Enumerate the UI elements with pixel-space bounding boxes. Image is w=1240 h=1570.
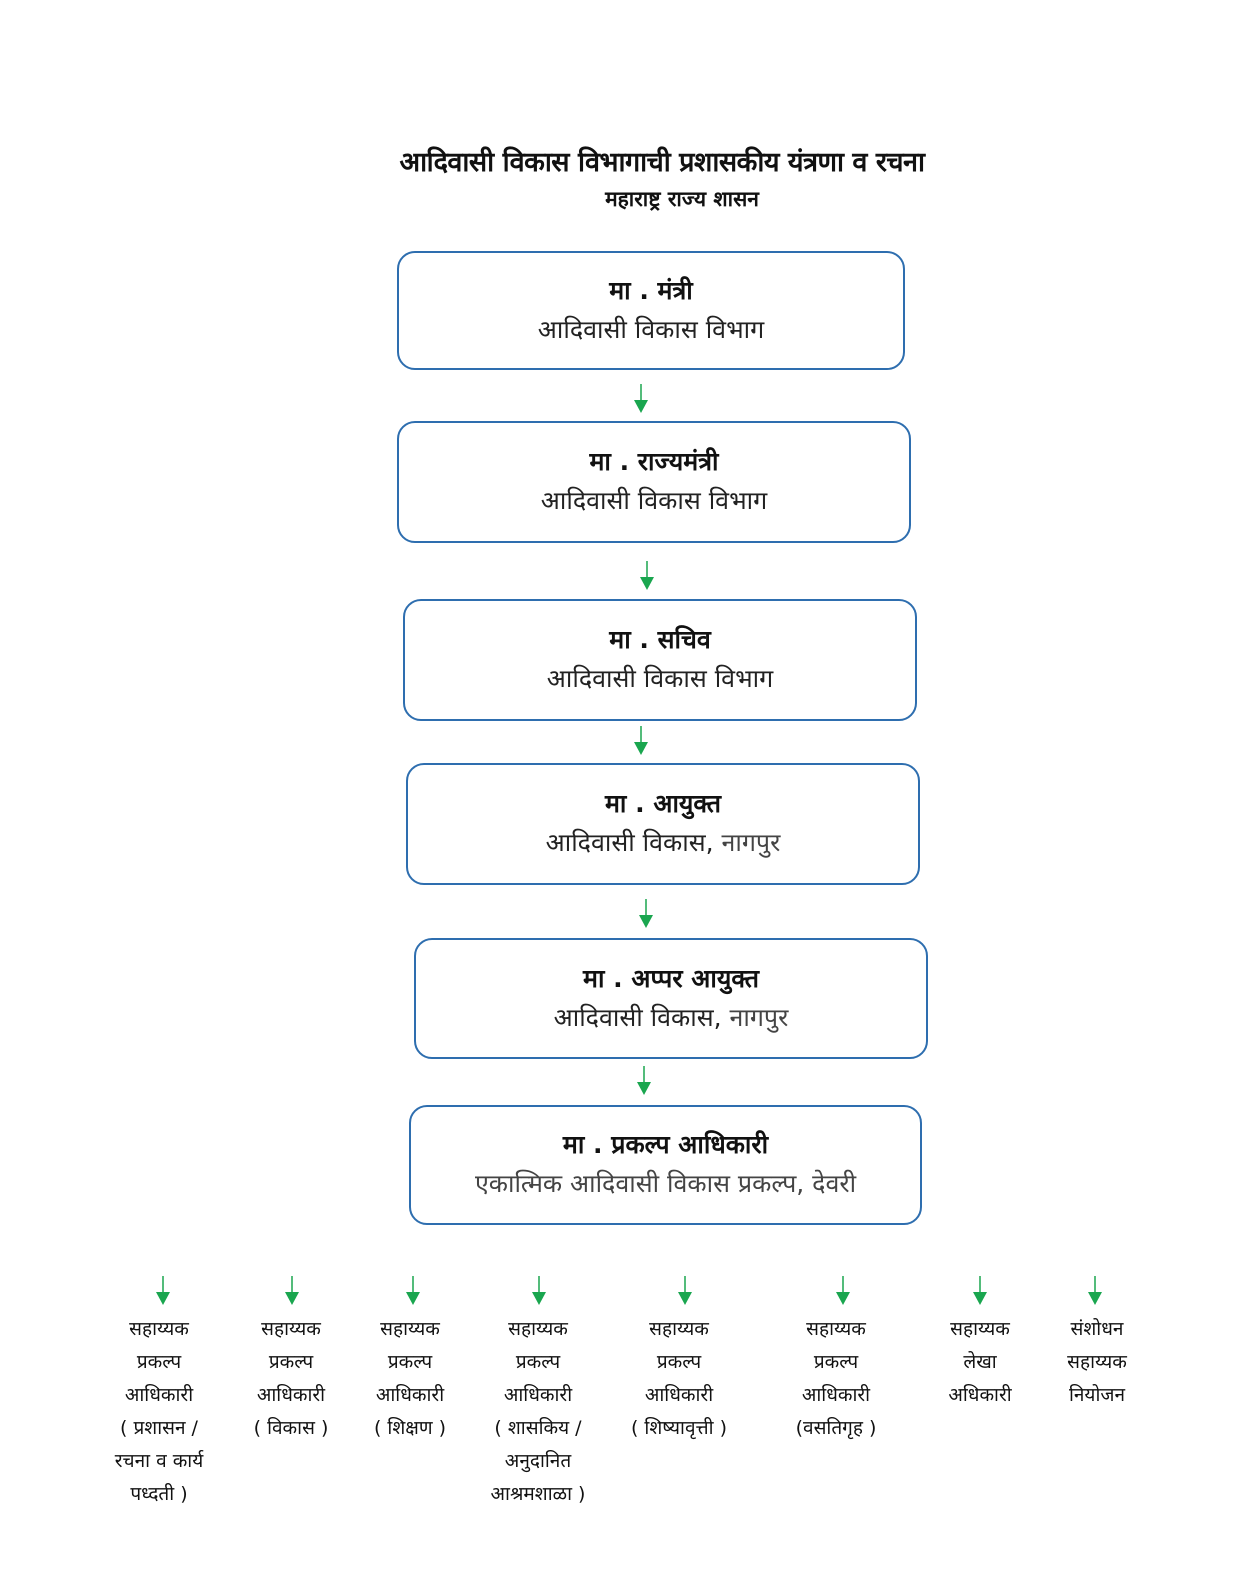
subordinate-line: सहाय्यक xyxy=(950,1318,1010,1340)
subordinate-line: ( प्रशासन / xyxy=(120,1417,198,1439)
subordinate-line: ( विकास ) xyxy=(253,1417,329,1439)
subordinate-line: सहाय्यक xyxy=(806,1318,866,1340)
node-role: मा . अप्पर आयुक्त xyxy=(583,963,759,993)
node-place: नागपुर xyxy=(721,828,781,857)
subordinate-line: आधिकारी xyxy=(375,1384,445,1406)
subordinate-ashram-schools: सहाय्यक प्रकल्प आधिकारी ( शासकिय / अनुदा… xyxy=(491,1313,586,1511)
subordinate-line: प्रकल्प xyxy=(136,1351,182,1373)
subordinate-line: ( शिष्यावृत्ती ) xyxy=(630,1417,728,1439)
node-additional-commissioner: मा . अप्पर आयुक्त आदिवासी विकास, नागपुर xyxy=(414,938,928,1059)
subordinate-line: प्रकल्प xyxy=(813,1351,859,1373)
down-arrow-icon xyxy=(531,1276,547,1306)
node-dept: आदिवासी विकास विभाग xyxy=(546,664,774,693)
down-arrow-icon xyxy=(633,726,649,756)
subordinate-line: लेखा xyxy=(963,1351,997,1373)
subordinate-line: ( शिक्षण ) xyxy=(373,1417,447,1439)
node-dept-name: आदिवासी विकास, xyxy=(545,828,722,857)
node-commissioner: मा . आयुक्त आदिवासी विकास, नागपुर xyxy=(406,763,920,885)
subordinate-line: संशोधन xyxy=(1070,1318,1124,1340)
subordinate-line: आश्रमशाळा ) xyxy=(490,1483,586,1505)
down-arrow-icon xyxy=(636,1066,652,1096)
down-arrow-icon xyxy=(835,1276,851,1306)
subordinate-line: प्रकल्प xyxy=(515,1351,561,1373)
node-role: मा . आयुक्त xyxy=(604,789,722,818)
node-dept: आदिवासी विकास विभाग xyxy=(540,486,768,515)
node-project-officer: मा . प्रकल्प आधिकारी एकात्मिक आदिवासी वि… xyxy=(409,1105,922,1225)
node-dept: एकात्मिक आदिवासी विकास प्रकल्प, देवरी xyxy=(474,1169,857,1198)
node-secretary: मा . सचिव आदिवासी विकास विभाग xyxy=(403,599,917,721)
subordinate-line: पध्दती ) xyxy=(130,1483,188,1505)
chart-subtitle: महाराष्ट्र राज्य शासन xyxy=(605,187,759,211)
down-arrow-icon xyxy=(284,1276,300,1306)
node-dept-name: आदिवासी विकास, xyxy=(553,1002,730,1032)
down-arrow-icon xyxy=(677,1276,693,1306)
down-arrow-icon xyxy=(155,1276,171,1306)
node-role: मा . प्रकल्प आधिकारी xyxy=(562,1130,769,1159)
subordinate-line: अधिकारी xyxy=(948,1384,1012,1406)
subordinate-line: आधिकारी xyxy=(644,1384,714,1406)
node-role: मा . मंत्री xyxy=(609,275,693,305)
subordinate-line: आधिकारी xyxy=(256,1384,326,1406)
subordinate-scholarship: सहाय्यक प्रकल्प आधिकारी ( शिष्यावृत्ती ) xyxy=(631,1313,727,1445)
down-arrow-icon xyxy=(405,1276,421,1306)
down-arrow-icon xyxy=(972,1276,988,1306)
subordinate-line: सहाय्यक xyxy=(508,1318,568,1340)
subordinate-line: सहाय्यक xyxy=(380,1318,440,1340)
subordinate-line: (वसतिगृह ) xyxy=(795,1417,877,1439)
subordinate-line: आधिकारी xyxy=(503,1384,573,1406)
subordinate-hostel: सहाय्यक प्रकल्प आधिकारी (वसतिगृह ) xyxy=(796,1313,877,1445)
subordinate-line: आधिकारी xyxy=(124,1384,194,1406)
subordinate-line: रचना व कार्य xyxy=(114,1450,204,1472)
node-dept: आदिवासी विकास, नागपुर xyxy=(546,823,781,863)
subordinate-line: प्रकल्प xyxy=(268,1351,314,1373)
subordinate-admin: सहाय्यक प्रकल्प आधिकारी ( प्रशासन / रचना… xyxy=(115,1313,203,1511)
chart-title: आदिवासी विकास विभागाची प्रशासकीय यंत्रणा… xyxy=(399,147,925,178)
node-dept: आदिवासी विकास विभाग xyxy=(537,314,765,344)
node-place: नागपुर xyxy=(729,1002,789,1032)
down-arrow-icon xyxy=(1087,1276,1103,1306)
subordinate-line: सहाय्यक xyxy=(129,1318,189,1340)
node-role: मा . राज्यमंत्री xyxy=(589,447,719,476)
subordinate-line: प्रकल्प xyxy=(656,1351,702,1373)
node-dept: आदिवासी विकास, नागपुर xyxy=(554,998,789,1038)
subordinate-education: सहाय्यक प्रकल्प आधिकारी ( शिक्षण ) xyxy=(374,1313,446,1445)
subordinate-line: सहाय्यक xyxy=(649,1318,709,1340)
subordinate-research-planning: संशोधन सहाय्यक नियोजन xyxy=(1067,1313,1127,1412)
subordinate-line: प्रकल्प xyxy=(387,1351,433,1373)
subordinate-line: सहाय्यक xyxy=(1067,1351,1127,1373)
subordinate-accounts: सहाय्यक लेखा अधिकारी xyxy=(948,1313,1011,1412)
subordinate-line: अनुदानित xyxy=(504,1450,572,1472)
subordinate-line: सहाय्यक xyxy=(261,1318,321,1340)
subordinate-line: आधिकारी xyxy=(801,1384,871,1406)
node-minister: मा . मंत्री आदिवासी विकास विभाग xyxy=(397,251,905,370)
down-arrow-icon xyxy=(638,899,654,929)
subordinate-line: ( शासकिय / xyxy=(494,1417,582,1439)
down-arrow-icon xyxy=(639,561,655,591)
node-minister-of-state: मा . राज्यमंत्री आदिवासी विकास विभाग xyxy=(397,421,911,543)
subordinate-line: नियोजन xyxy=(1068,1384,1126,1406)
down-arrow-icon xyxy=(633,384,649,414)
node-role: मा . सचिव xyxy=(609,625,711,654)
subordinate-development: सहाय्यक प्रकल्प आधिकारी ( विकास ) xyxy=(254,1313,329,1445)
